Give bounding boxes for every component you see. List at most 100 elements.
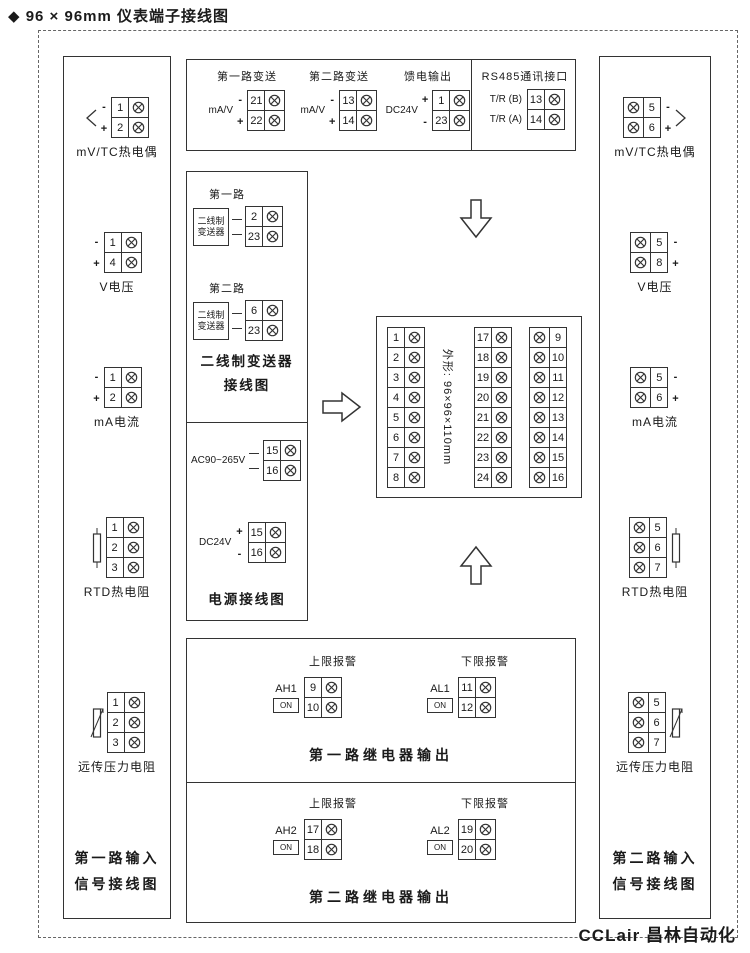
group-label: RTD热电阻 — [621, 585, 689, 599]
arrow-down-icon — [459, 199, 493, 244]
screw-icon — [449, 90, 471, 111]
pressure-resistor-icon — [669, 703, 683, 743]
terminal-row: 2 — [103, 387, 142, 408]
screw-icon — [404, 347, 425, 368]
screw-icon — [449, 110, 471, 131]
terminal-number: 7 — [648, 557, 667, 578]
terminal-row: 21 — [247, 90, 286, 111]
terminal-number: 2 — [105, 537, 124, 558]
rs485-group: RS485通讯接口 T/R (B) 13 T/R (A) 14 — [475, 66, 575, 130]
terminal-number: 15 — [263, 440, 282, 461]
terminal-row: 13 — [339, 90, 378, 111]
terminal-number: 22 — [474, 427, 492, 448]
screw-icon — [404, 387, 425, 408]
polarity-plus: + — [237, 115, 244, 128]
screw-icon — [122, 537, 144, 558]
terminal-number: 6 — [387, 427, 405, 448]
terminal-number: 23 — [432, 110, 451, 131]
low-alarm-title: 下限报警 — [461, 656, 509, 668]
terminal-row: 21 — [474, 407, 512, 428]
terminal-row: 2 — [106, 712, 145, 733]
terminal-row: 6 — [627, 712, 666, 733]
screw-icon — [491, 407, 512, 428]
screw-icon — [628, 537, 650, 558]
signal-type-label: mA/V — [208, 105, 233, 116]
screw-icon — [491, 327, 512, 348]
terminal-number: 10 — [549, 347, 567, 368]
terminal-number: 22 — [247, 110, 266, 131]
rs485-line-label: T/R (A) — [489, 114, 522, 125]
terminal-row: 2 — [105, 537, 144, 558]
relay-contact-on: ON — [427, 839, 453, 855]
terminal-number: 3 — [106, 732, 125, 753]
terminal-row: 23 — [432, 110, 471, 131]
screw-icon — [123, 712, 145, 733]
terminal-row: 5 — [622, 97, 661, 118]
relay-section-divider — [187, 782, 575, 783]
screw-icon — [262, 206, 283, 227]
terminal-number: 24 — [474, 467, 492, 488]
terminal-row: 12 — [529, 387, 567, 408]
screw-icon — [529, 427, 550, 448]
polarity-plus: + — [93, 257, 100, 270]
rs485-title: RS485通讯接口 — [481, 71, 569, 83]
signal-type-label: DC24V — [385, 105, 418, 116]
polarity-plus: + — [672, 392, 679, 405]
terminal-row: 1 — [103, 367, 142, 388]
terminal-number: 5 — [650, 367, 669, 388]
terminal-row: 19 — [474, 367, 512, 388]
screw-icon — [280, 440, 302, 461]
terminal-number: 4 — [387, 387, 405, 408]
terminal-number: 6 — [648, 537, 667, 558]
terminal-number: 1 — [103, 232, 122, 253]
terminal-number: 5 — [387, 407, 405, 428]
screw-icon — [122, 557, 144, 578]
terminal-row: 1 — [387, 327, 425, 348]
terminal-row: 16 — [529, 467, 567, 488]
screw-icon — [529, 327, 550, 348]
terminal-number: 1 — [105, 517, 124, 538]
terminal-number: 19 — [458, 819, 476, 840]
terminal-row: 15 — [247, 522, 286, 543]
screw-icon — [264, 542, 286, 563]
power-divider — [187, 422, 307, 423]
terminal-strip: 13 — [527, 89, 565, 110]
terminal-row: 20 — [458, 839, 496, 860]
terminal-row: 5 — [387, 407, 425, 428]
transmit-title: 第一路变送 — [217, 71, 277, 83]
screw-icon — [262, 320, 283, 341]
terminal-number: 19 — [474, 367, 492, 388]
screw-icon — [627, 692, 649, 713]
caption-line: 第一路输入 — [74, 850, 160, 866]
terminal-number: 2 — [111, 117, 130, 138]
resistor-icon — [91, 527, 103, 568]
screw-icon — [491, 447, 512, 468]
terminal-number: 20 — [474, 387, 492, 408]
screw-icon — [404, 327, 425, 348]
screw-icon — [529, 347, 550, 368]
relay-section-caption: 第一路继电器输出 — [309, 747, 453, 763]
group-label: 远传压力电阻 — [615, 760, 694, 774]
terminal-number: 15 — [247, 522, 266, 543]
channel-title: 第二路 — [209, 283, 245, 295]
terminal-row: 5 — [630, 232, 669, 253]
terminal-number: 18 — [474, 347, 492, 368]
terminal-number: 17 — [474, 327, 492, 348]
terminal-number: 15 — [549, 447, 567, 468]
terminal-number: 23 — [245, 226, 263, 247]
signal-type-label: mA/V — [300, 105, 325, 116]
